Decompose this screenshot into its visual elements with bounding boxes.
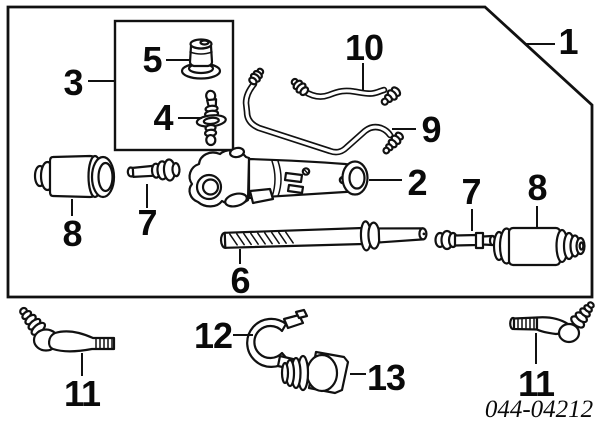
- valve-cap-drawing: [180, 38, 222, 80]
- callout-13: 13: [367, 357, 405, 398]
- callout-11-right: 11: [518, 363, 555, 404]
- callout-3: 3: [63, 62, 82, 103]
- callout-7-left: 7: [137, 202, 156, 243]
- boot-right-drawing: [492, 226, 586, 267]
- callout-8-right: 8: [527, 167, 546, 208]
- callout-2: 2: [407, 162, 426, 203]
- callout-6: 6: [230, 260, 249, 301]
- callout-1: 1: [558, 21, 578, 62]
- callout-10: 10: [345, 27, 383, 68]
- callout-4: 4: [153, 97, 173, 138]
- grommet-drawing: [280, 350, 350, 395]
- rack-shaft-drawing: [219, 220, 428, 252]
- rack-housing-drawing: [188, 146, 369, 208]
- fitting-left-drawing: [126, 158, 181, 182]
- fitting-right-drawing: [434, 229, 497, 251]
- bleeder-valve-drawing: [195, 89, 227, 147]
- callout-7-right: 7: [461, 171, 480, 212]
- boot-left-drawing: [33, 154, 116, 199]
- leader-lines: [71, 43, 555, 376]
- callout-9: 9: [421, 109, 440, 150]
- callout-8-left: 8: [62, 213, 81, 254]
- callout-5: 5: [142, 39, 162, 80]
- tie-rod-end-right-drawing: [509, 301, 595, 344]
- tie-rod-end-left-drawing: [19, 306, 116, 353]
- callout-11-left: 11: [64, 373, 101, 414]
- return-pipe-drawing: [242, 67, 404, 156]
- callout-12: 12: [194, 315, 232, 356]
- pressure-hose-drawing: [290, 77, 402, 106]
- callout-labels: 1 3 5 4 10 9 2 8 7 6 7 8 11 12 13 11: [62, 21, 579, 414]
- subassembly-box: [113, 19, 235, 152]
- diagram-code: 044-04212: [485, 396, 593, 423]
- assembly-boundary: [6, 5, 594, 299]
